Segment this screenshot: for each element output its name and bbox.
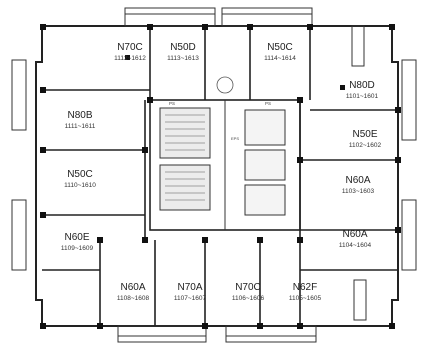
svg-text:N70C: N70C	[117, 42, 143, 53]
svg-text:N50C: N50C	[267, 42, 293, 53]
svg-text:N50D: N50D	[170, 42, 196, 53]
unit-label: N60A 1103~1603	[342, 175, 375, 195]
unit-label: N60A 1108~1608	[117, 282, 150, 302]
unit-label: N80D 1101~1601	[346, 80, 379, 100]
unit-label: N70A 1107~1607	[174, 282, 207, 302]
svg-text:N80B: N80B	[67, 110, 92, 121]
unit-label: N50D 1113~1613	[167, 42, 199, 62]
svg-text:N70A: N70A	[177, 282, 202, 293]
core-label-top-left: PS	[169, 101, 175, 106]
unit-label: N62F 1105~1605	[289, 282, 322, 302]
svg-text:1105~1605: 1105~1605	[289, 295, 322, 302]
svg-text:1101~1601: 1101~1601	[346, 93, 379, 100]
stair-treads	[165, 114, 205, 151]
unit-label: N60A 1104~1604	[339, 229, 372, 249]
svg-text:1106~1606: 1106~1606	[232, 295, 265, 302]
svg-text:N50E: N50E	[352, 129, 377, 140]
svg-text:N50C: N50C	[67, 169, 93, 180]
unit-label: N80B 1111~1611	[65, 110, 96, 130]
svg-text:1112~1612: 1112~1612	[114, 55, 146, 62]
svg-text:1103~1603: 1103~1603	[342, 188, 375, 195]
columns	[40, 24, 401, 329]
top-balconies	[124, 7, 313, 27]
core	[149, 76, 301, 231]
svg-text:1104~1604: 1104~1604	[339, 242, 372, 249]
svg-text:1108~1608: 1108~1608	[117, 295, 150, 302]
side-balconies	[11, 25, 417, 321]
unit-label: N70C 1112~1612	[114, 42, 146, 62]
svg-text:N60E: N60E	[64, 232, 89, 243]
svg-text:1102~1602: 1102~1602	[349, 142, 382, 149]
unit-label: N60E 1109~1609	[61, 232, 94, 252]
unit-label: N50C 1114~1614	[264, 42, 296, 62]
svg-text:N80D: N80D	[349, 80, 375, 91]
svg-text:1109~1609: 1109~1609	[61, 245, 94, 252]
svg-text:1111~1611: 1111~1611	[65, 123, 96, 130]
unit-label: N70C 1106~1606	[232, 282, 265, 302]
svg-text:1113~1613: 1113~1613	[167, 55, 199, 62]
svg-text:1114~1614: 1114~1614	[264, 55, 296, 62]
core-label-top-right: PS	[265, 101, 271, 106]
unit-label: N50E 1102~1602	[349, 129, 382, 149]
svg-text:N60A: N60A	[342, 229, 367, 240]
core-label-mid: EPS	[231, 136, 239, 141]
svg-text:N60A: N60A	[120, 282, 145, 293]
svg-text:1110~1610: 1110~1610	[64, 182, 96, 189]
unit-label: N50C 1110~1610	[64, 169, 96, 189]
svg-text:N62F: N62F	[293, 282, 317, 293]
bottom-balconies	[117, 325, 317, 343]
svg-text:N70C: N70C	[235, 282, 261, 293]
svg-text:1107~1607: 1107~1607	[174, 295, 207, 302]
svg-text:N60A: N60A	[345, 175, 370, 186]
